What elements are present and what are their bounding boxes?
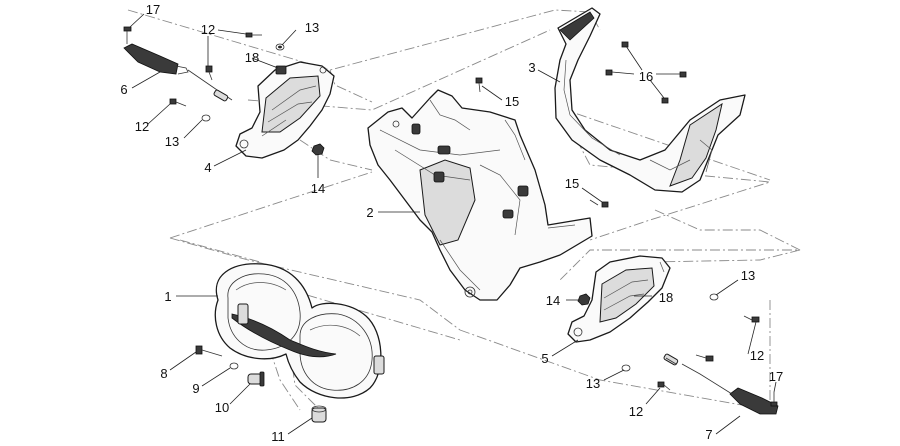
- callout-10: 10: [215, 400, 229, 415]
- part-3-upper-cover: [554, 7, 746, 193]
- part-6-left-indicator: [123, 43, 233, 102]
- callout-13-right-upper: 13: [741, 268, 755, 283]
- screw-16-c: [679, 71, 687, 78]
- callout-12-right-upper: 12: [750, 348, 764, 363]
- callout-12-left-upper: 12: [201, 22, 215, 37]
- callout-1: 1: [164, 289, 171, 304]
- leader-lines: [129, 13, 777, 435]
- screw-12-left-lower: [169, 98, 187, 107]
- washer-13-right-upper: [709, 293, 719, 301]
- screw-12-left-upper: [245, 32, 262, 38]
- callout-18-right: 18: [659, 290, 673, 305]
- nut-14-right: [577, 293, 591, 306]
- part-7-right-indicator: [663, 353, 779, 415]
- callout-8: 8: [160, 366, 167, 381]
- callout-12-left-lower: 12: [135, 119, 149, 134]
- screw-15-upper: [475, 77, 483, 93]
- callout-labels: 17 12 13 18 6 12 13 4 14 15 3 16 2 15 1 …: [120, 2, 783, 444]
- callout-5: 5: [541, 351, 548, 366]
- callout-13-left-upper: 13: [305, 20, 319, 35]
- screw-17-right: [770, 392, 778, 407]
- washer-9: [229, 362, 239, 370]
- callout-9: 9: [192, 381, 199, 396]
- part-4-left-mounting-plate: [235, 61, 335, 159]
- callout-16: 16: [639, 69, 653, 84]
- screw-12-left-mid: [205, 65, 213, 81]
- bolt-8: [195, 345, 223, 357]
- callout-4: 4: [204, 160, 211, 175]
- callout-13-right-lower: 13: [586, 376, 600, 391]
- screw-12-right-upper: [743, 315, 760, 323]
- callout-17-left: 17: [146, 2, 160, 17]
- callout-6: 6: [120, 82, 127, 97]
- callout-14-right: 14: [546, 293, 560, 308]
- callout-15-lower: 15: [565, 176, 579, 191]
- callout-3: 3: [528, 60, 535, 75]
- washer-13-right-lower: [621, 364, 631, 372]
- bushing-11: [311, 405, 327, 423]
- part-2-main-bracket: [367, 89, 593, 301]
- part-1-twin-headlight: [214, 263, 385, 399]
- callout-7: 7: [705, 427, 712, 442]
- screw-16-b: [605, 69, 613, 76]
- callout-15-upper: 15: [505, 94, 519, 109]
- callout-14-left: 14: [311, 181, 325, 196]
- callout-2: 2: [366, 205, 373, 220]
- clip-18-left: [275, 65, 287, 75]
- callout-17-right: 17: [769, 369, 783, 384]
- callout-13-left-lower: 13: [165, 134, 179, 149]
- screw-12-right-lower: [657, 381, 671, 391]
- screw-12-right-mid: [695, 354, 714, 362]
- screw-17-left: [123, 26, 132, 44]
- callout-18-left: 18: [245, 50, 259, 65]
- screw-15-lower: [589, 199, 609, 208]
- callout-12-right-lower: 12: [629, 404, 643, 419]
- screw-16-d: [661, 97, 669, 104]
- nut-14-left: [311, 143, 325, 156]
- washer-13-left-lower: [201, 114, 211, 122]
- washer-13-left-upper: [275, 43, 285, 51]
- hardware-parts: [123, 26, 778, 423]
- bushing-10: [247, 371, 265, 387]
- callout-11: 11: [271, 429, 285, 444]
- screw-16-a: [621, 41, 629, 48]
- part-5-right-mounting-plate: [567, 255, 671, 343]
